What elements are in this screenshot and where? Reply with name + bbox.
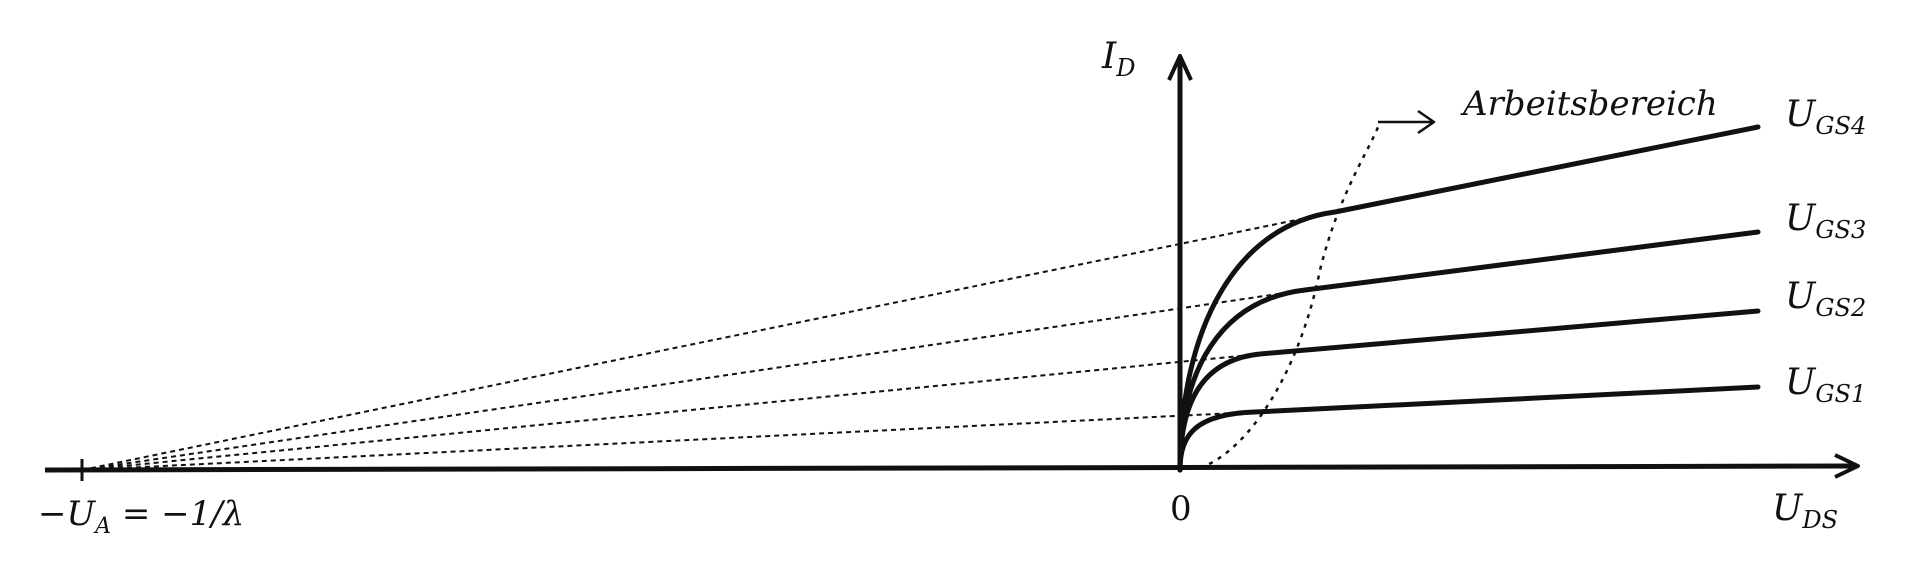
region-label: Arbeitsbereich [1460, 84, 1718, 124]
extrapolation-line-gs1 [81, 411, 1256, 471]
x-axis [44, 463, 1856, 473]
curve-label-ugs2: UGS2 [1785, 276, 1866, 322]
extrapolation-line-gs3 [81, 289, 1306, 471]
early-voltage-extrapolation-lines [81, 211, 1336, 471]
saturation-boundary-curve [1199, 121, 1382, 470]
curve-label-ugs3: UGS3 [1785, 198, 1866, 244]
origin-label: 0 [1170, 489, 1192, 529]
axes [44, 54, 1860, 481]
x-axis-label: UDS [1772, 488, 1838, 534]
extrapolation-line-gs2 [81, 353, 1261, 471]
curve-ugs1 [1177, 384, 1761, 473]
operating-region: Arbeitsbereich [1199, 84, 1718, 470]
y-axis-arrowhead [1167, 54, 1193, 81]
intercept-label: −UA = −1/λ [38, 494, 244, 539]
x-axis-arrowhead [1834, 453, 1860, 479]
region-pointer-arrow [1378, 109, 1436, 135]
characteristic-curves [1177, 124, 1761, 473]
curve-label-ugs4: UGS4 [1785, 94, 1866, 140]
extrapolation-line-gs4 [81, 211, 1336, 471]
y-axis-label: ID [1101, 36, 1135, 82]
curve-label-ugs1: UGS1 [1785, 362, 1866, 408]
